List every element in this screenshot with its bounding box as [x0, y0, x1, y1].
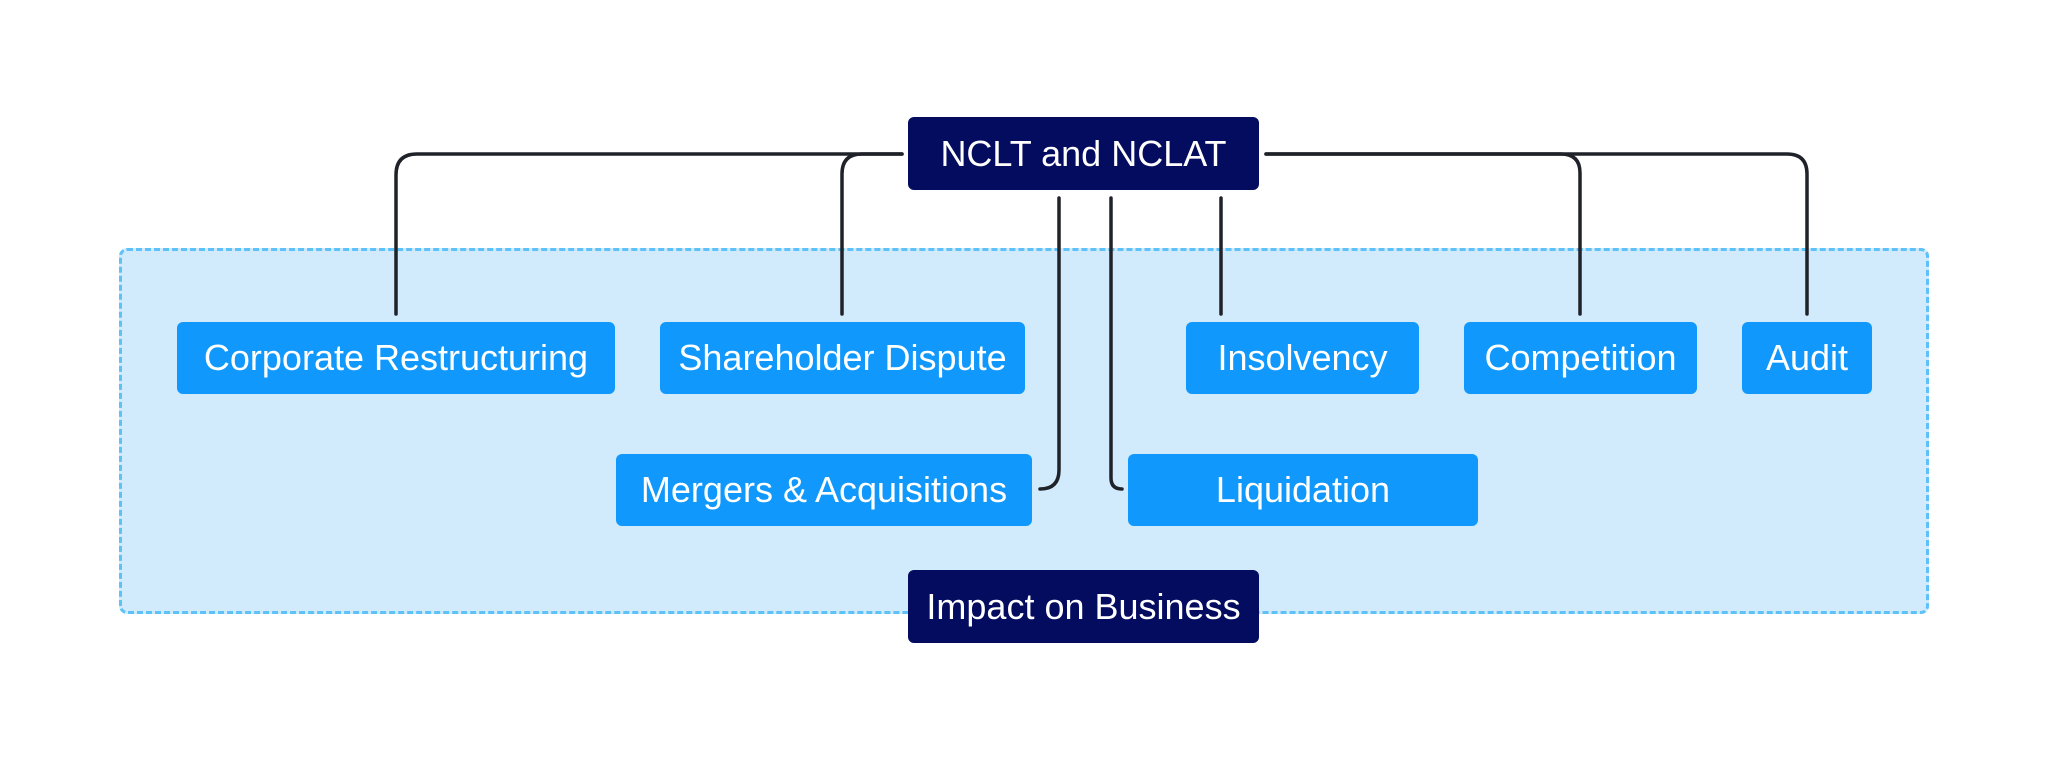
shareholder-dispute-node: Shareholder Dispute: [660, 322, 1025, 394]
impact-on-business-label: Impact on Business: [908, 570, 1259, 643]
mergers-acquisitions-node: Mergers & Acquisitions: [616, 454, 1032, 526]
competition-node: Competition: [1464, 322, 1697, 394]
liquidation-node: Liquidation: [1128, 454, 1478, 526]
nclt-nclat-node: NCLT and NCLAT: [908, 117, 1259, 190]
audit-node: Audit: [1742, 322, 1872, 394]
corporate-restructuring-node: Corporate Restructuring: [177, 322, 615, 394]
impact-on-business-group: [119, 248, 1929, 614]
insolvency-node: Insolvency: [1186, 322, 1419, 394]
